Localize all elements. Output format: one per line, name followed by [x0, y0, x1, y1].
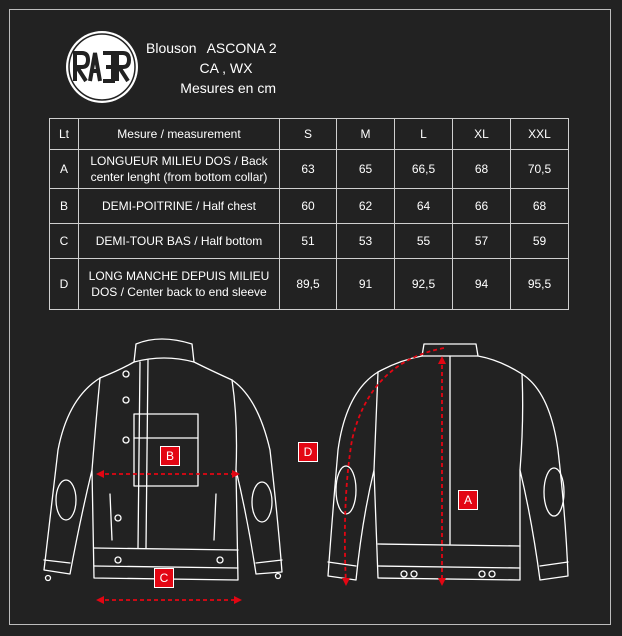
dimension-line-d: [343, 347, 445, 585]
dimension-arrows: [96, 356, 446, 604]
col-header-xxl: XXL: [510, 118, 569, 150]
tag-b: B: [160, 446, 180, 466]
brand-logo: [66, 31, 138, 103]
row-label-line: DOS / Center back to end sleeve: [91, 285, 267, 299]
tag-d: D: [298, 442, 318, 462]
cell-value: 66,5: [394, 149, 453, 189]
product-label: Blouson: [146, 40, 197, 56]
row-measure-label: LONGUEUR MILIEU DOS / Back center lenght …: [78, 149, 280, 189]
units-label: Mesures en cm: [180, 80, 276, 96]
measurement-lines: [98, 347, 445, 601]
cell-value: 55: [394, 223, 453, 259]
row-letter: B: [49, 188, 79, 224]
cell-value: 57: [452, 223, 511, 259]
cell-value: 91: [336, 258, 395, 310]
cell-value: 66: [452, 188, 511, 224]
row-letter: A: [49, 149, 79, 189]
cell-value: 53: [336, 223, 395, 259]
cell-value: 60: [279, 188, 337, 224]
table-row: A LONGUEUR MILIEU DOS / Back center lengh…: [49, 149, 569, 189]
tag-a: A: [458, 490, 478, 510]
col-header-measure: Mesure / measurement: [78, 118, 280, 150]
row-label-line: LONGUEUR MILIEU DOS / Back: [90, 154, 268, 168]
col-header-m: M: [336, 118, 395, 150]
cell-value: 92,5: [394, 258, 453, 310]
cell-value: 95,5: [510, 258, 569, 310]
col-header-s: S: [279, 118, 337, 150]
row-measure-label: DEMI-POITRINE / Half chest: [78, 188, 280, 224]
row-label-line: LONG MANCHE DEPUIS MILIEU: [88, 269, 270, 283]
cell-value: 59: [510, 223, 569, 259]
row-label-line: center lenght (from bottom collar): [90, 170, 268, 184]
col-header-xl: XL: [452, 118, 511, 150]
jacket-front-view: [43, 338, 283, 582]
tag-c: C: [154, 568, 174, 588]
product-title-block: Blouson ASCONA 2 CA , WX Mesures en cm: [146, 38, 286, 98]
size-chart-table: Lt Mesure / measurement S M L XL XXL A L…: [49, 118, 569, 310]
cell-value: 68: [452, 149, 511, 189]
cell-value: 94: [452, 258, 511, 310]
product-variants: CA , WX: [199, 60, 253, 76]
row-measure-label: LONG MANCHE DEPUIS MILIEU DOS / Center ba…: [78, 258, 280, 310]
page-frame: [9, 9, 611, 625]
jacket-back-view: [327, 343, 569, 581]
product-model: ASCONA 2: [206, 40, 277, 56]
cell-value: 70,5: [510, 149, 569, 189]
cell-value: 63: [279, 149, 337, 189]
